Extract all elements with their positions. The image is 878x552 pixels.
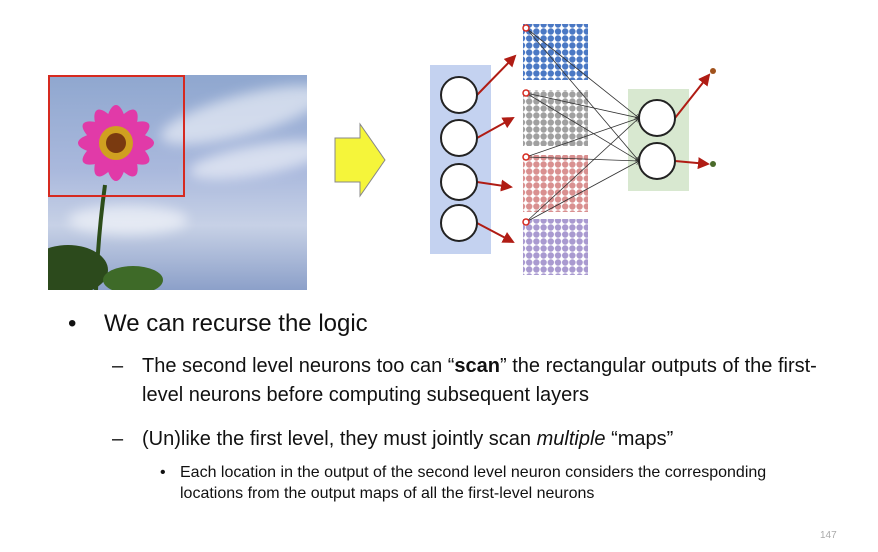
bullet-text: We can recurse the logic bbox=[104, 310, 368, 337]
map-gray bbox=[523, 90, 588, 146]
bold-text: scan bbox=[454, 355, 501, 377]
neuron bbox=[638, 142, 676, 180]
text: (Un)like the first level, they must join… bbox=[142, 428, 537, 450]
neuron bbox=[440, 204, 478, 242]
map-red bbox=[523, 155, 588, 212]
network-diagram bbox=[334, 24, 716, 275]
map-purple bbox=[523, 219, 588, 275]
italic-text: multiple bbox=[536, 428, 606, 450]
text: “maps” bbox=[605, 428, 674, 450]
text: The second level neurons too can “ bbox=[142, 355, 455, 377]
neuron bbox=[440, 76, 478, 114]
neuron bbox=[440, 163, 478, 201]
bullet-text: Each location in the output of the secon… bbox=[180, 464, 767, 502]
bullet-marker: • bbox=[160, 464, 166, 481]
page-number: 147 bbox=[820, 530, 837, 541]
scan-window-box bbox=[48, 75, 185, 197]
neuron bbox=[440, 119, 478, 157]
output-dot bbox=[710, 68, 716, 74]
neuron bbox=[638, 99, 676, 137]
bullet-marker: • bbox=[68, 310, 77, 337]
flower-photo bbox=[48, 75, 307, 290]
dash-marker: – bbox=[112, 428, 124, 450]
right-arrow-icon bbox=[334, 122, 386, 198]
text: ” the rectangular outputs of the first-l… bbox=[142, 355, 817, 406]
dash-marker: – bbox=[112, 355, 124, 377]
output-dot bbox=[710, 161, 716, 167]
